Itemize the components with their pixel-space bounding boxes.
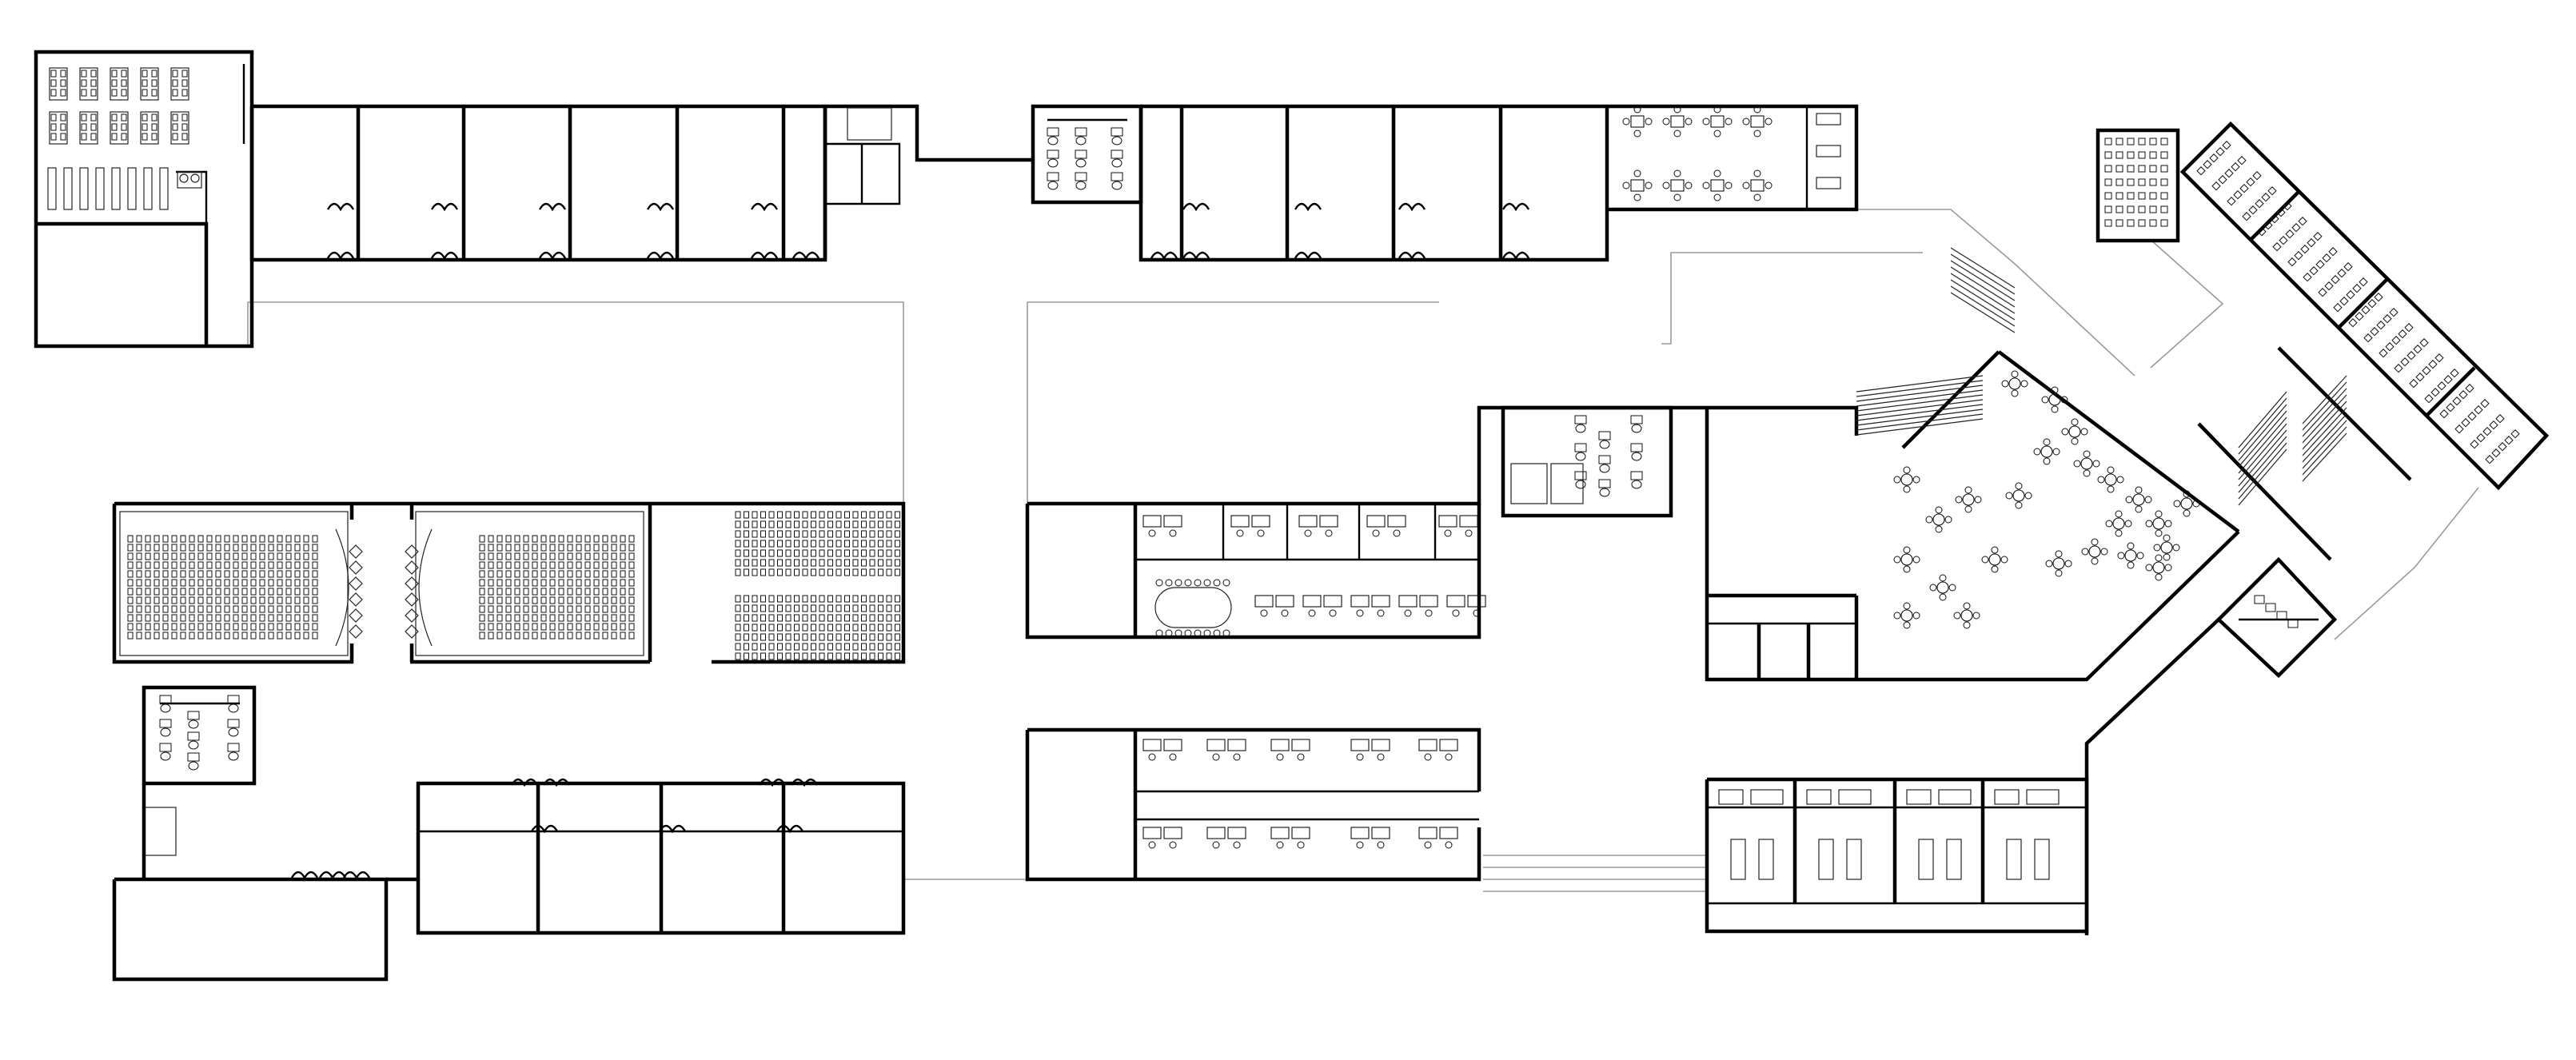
library-block xyxy=(34,50,254,349)
lecture-hall-block xyxy=(112,501,906,664)
office-desk-icon xyxy=(1622,106,1841,201)
restroom-block-south xyxy=(142,685,257,879)
office-block-lower xyxy=(1025,727,1481,882)
lab-icon xyxy=(1718,789,2060,880)
corridor-lines xyxy=(201,209,2479,892)
classroom-wing-south xyxy=(112,778,906,982)
restroom-block-east xyxy=(1501,405,1673,518)
auditorium-icon xyxy=(127,511,900,660)
cafeteria-hall xyxy=(1705,247,2240,682)
dining-table-icon xyxy=(1893,370,2200,629)
angled-wing xyxy=(2095,121,2550,561)
desk-grid-icon xyxy=(2104,137,2520,464)
restroom-block-north xyxy=(1031,104,1143,205)
restroom-block-diamond xyxy=(2084,556,2338,935)
office-block-upper xyxy=(1025,405,1707,640)
lab-block xyxy=(1705,777,2089,934)
bookshelf-icon xyxy=(47,67,189,210)
classroom-wing-east xyxy=(1138,104,1859,262)
classroom-wing-west xyxy=(249,104,1033,262)
